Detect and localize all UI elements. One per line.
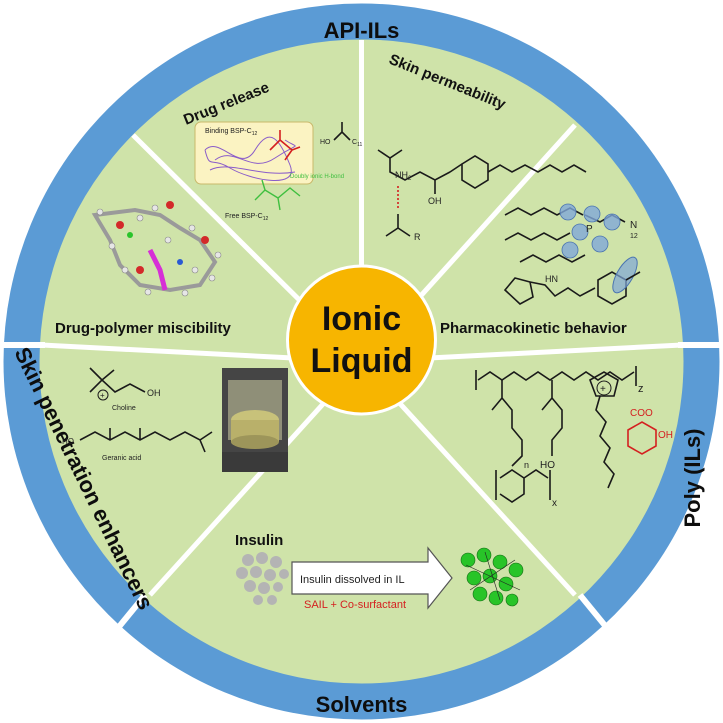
choline-oh: OH	[147, 388, 161, 398]
sulfonyl-molecule	[503, 277, 596, 305]
sulfonyl-ellipse	[612, 256, 638, 294]
hn-label: HN	[545, 274, 558, 284]
binding-label: Binding BSP-C12	[205, 128, 257, 137]
benzene-ring	[461, 155, 489, 189]
nh2-label: NH2	[395, 170, 412, 182]
drug-red-structure	[269, 130, 301, 161]
center-circle	[286, 264, 437, 416]
polymer-tangle	[204, 136, 296, 181]
r-label: R	[414, 232, 421, 242]
z-label: z	[638, 383, 644, 395]
free-label: Free BSP-C12	[225, 213, 269, 222]
geranic-structure	[79, 428, 213, 453]
permeability-molecule	[377, 149, 463, 194]
ring-label-bottom: Solvents	[316, 692, 408, 717]
coo-label: COO	[630, 408, 653, 419]
geranic-ho: HO	[62, 437, 74, 446]
choline-label: Choline	[112, 405, 136, 412]
svg-text:+: +	[100, 391, 105, 400]
p-label: P	[586, 224, 593, 235]
salicylate-oh: OH	[658, 430, 673, 441]
ring-label-top: API-ILs	[324, 18, 400, 43]
choline-structure	[89, 367, 146, 393]
sub12-label: 12	[630, 233, 638, 240]
ring-dividers	[0, 342, 723, 630]
miscibility-title: Drug-polymer miscibility	[55, 320, 232, 337]
x-label: x	[552, 498, 557, 509]
insulin-particles	[236, 552, 289, 605]
svg-text:+: +	[600, 384, 606, 395]
insulin-label: Insulin	[235, 532, 283, 549]
blue-spheres	[559, 203, 621, 259]
sector-skin-penetration: + OH Choline HO Geranic acid	[62, 367, 288, 472]
oh-label: OH	[428, 196, 442, 206]
salicylate-ring	[627, 421, 657, 455]
ho-label: HO	[320, 139, 331, 146]
center-line1: Ionic	[322, 300, 401, 338]
geranic-label: Geranic acid	[102, 455, 141, 462]
ring-label-right: Poly (ILs)	[680, 428, 705, 527]
vial-photo	[222, 368, 288, 472]
n-label: N	[630, 220, 637, 231]
dissolved-insulin	[460, 547, 524, 607]
phosphonium-chains	[504, 207, 626, 263]
arrow-label: Insulin dissolved in IL	[300, 574, 405, 586]
n-label: n	[524, 460, 529, 470]
pharmacokinetic-title: Pharmacokinetic behavior	[440, 320, 627, 337]
dissolve-arrow	[291, 546, 453, 610]
sector-pharmacokinetic: Pharmacokinetic behavior P N 12 HN	[440, 203, 641, 337]
sail-label: SAIL + Co-surfactant	[304, 599, 406, 611]
sector-poly-ils: z n HO + x COO OH	[475, 366, 673, 509]
sector-miscibility: Drug-polymer miscibility	[55, 201, 232, 337]
imidazolium-ring	[589, 371, 619, 397]
chain-label: C11	[352, 139, 362, 148]
sector-solvents: Insulin Insulin dissolved in IL SAIL + C…	[235, 532, 524, 611]
center-line2: Liquid	[311, 342, 413, 380]
3d-molecule-model	[91, 201, 222, 297]
green-structure	[254, 179, 301, 211]
polymer-backbone	[477, 371, 635, 381]
binding-box	[194, 121, 314, 185]
hbond-label: Doubly ionic H-bond	[290, 174, 344, 180]
ho-label: HO	[540, 460, 555, 471]
